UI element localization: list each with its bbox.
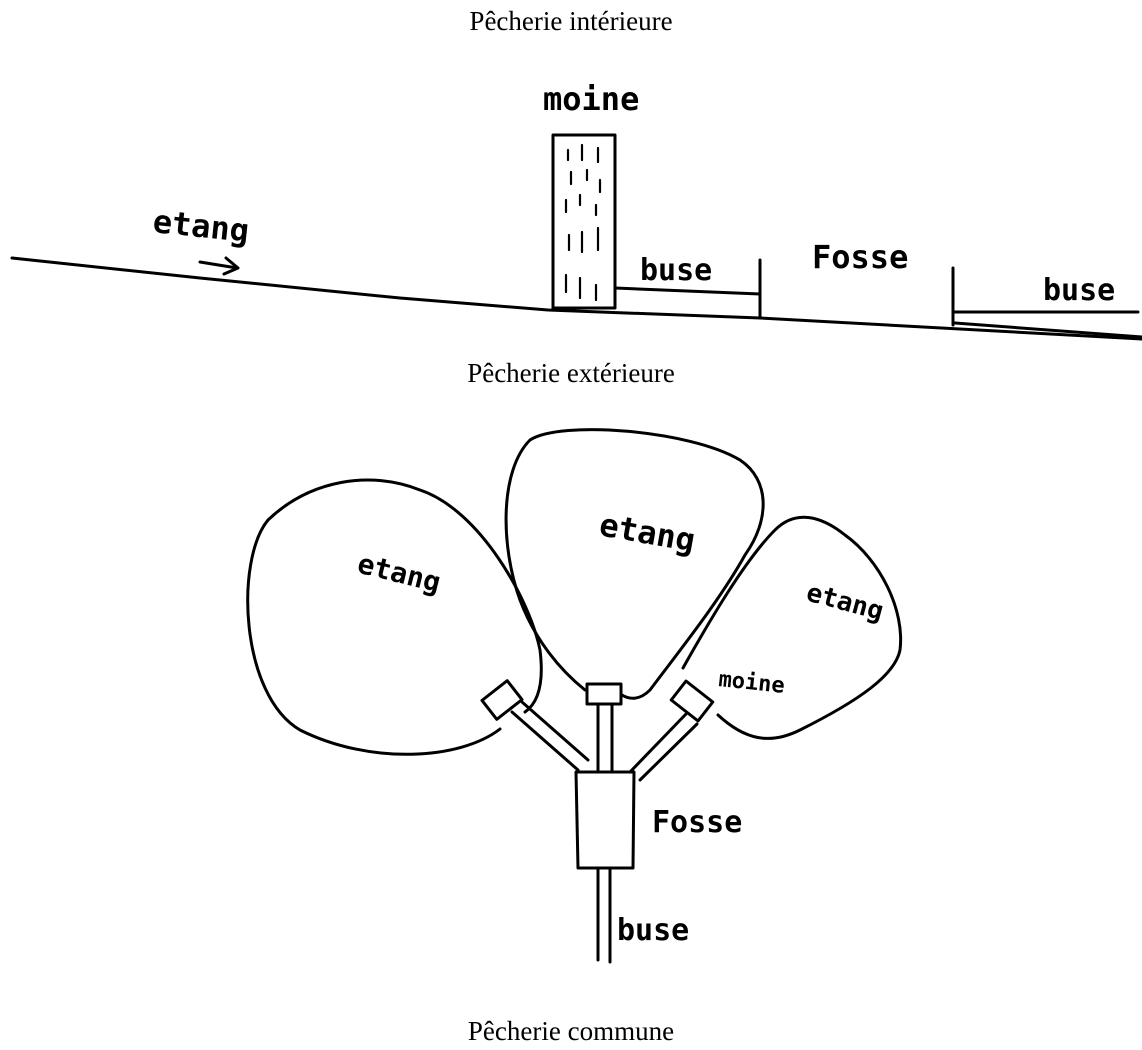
caption-interior: Pêcherie intérieure xyxy=(469,6,673,36)
label-buse: buse xyxy=(617,913,689,948)
moine-tower xyxy=(551,133,617,310)
interior-diagram: moine etang buse Fosse buse xyxy=(10,80,1142,341)
exterior-diagram: etang etang etang moine Fosse buse xyxy=(246,428,903,964)
label-etang-left: etang xyxy=(354,547,444,599)
pond-center-outline xyxy=(504,428,765,700)
caption-common: Pêcherie commune xyxy=(467,1016,675,1046)
pond-right-outline xyxy=(681,515,903,740)
label-etang: etang xyxy=(151,202,251,250)
pond-left-outline xyxy=(246,478,543,756)
pipe-right xyxy=(628,712,699,782)
flow-arrow xyxy=(198,256,240,276)
moine-center xyxy=(585,682,623,706)
buse-outlet xyxy=(596,868,612,964)
label-buse-right: buse xyxy=(1043,273,1115,308)
moine-left xyxy=(480,679,524,721)
pipe-left xyxy=(510,700,590,772)
pond-bottom-line xyxy=(10,256,1142,341)
label-fosse: Fosse xyxy=(812,238,908,276)
pipe-center xyxy=(596,702,614,772)
moine-right xyxy=(669,679,715,723)
fosse-pit xyxy=(574,770,636,870)
moine-tower-hatching xyxy=(564,143,602,302)
caption-exterior: Pêcherie extérieure xyxy=(467,358,675,388)
label-moine: moine xyxy=(717,667,785,699)
right-pipe-lower-line xyxy=(953,321,1142,339)
label-fosse: Fosse xyxy=(652,805,742,840)
label-moine: moine xyxy=(543,80,639,118)
buse-pipe-left xyxy=(613,286,762,296)
label-etang-center: etang xyxy=(597,505,698,559)
label-etang-right: etang xyxy=(803,578,886,627)
label-buse-left: buse xyxy=(640,253,712,288)
